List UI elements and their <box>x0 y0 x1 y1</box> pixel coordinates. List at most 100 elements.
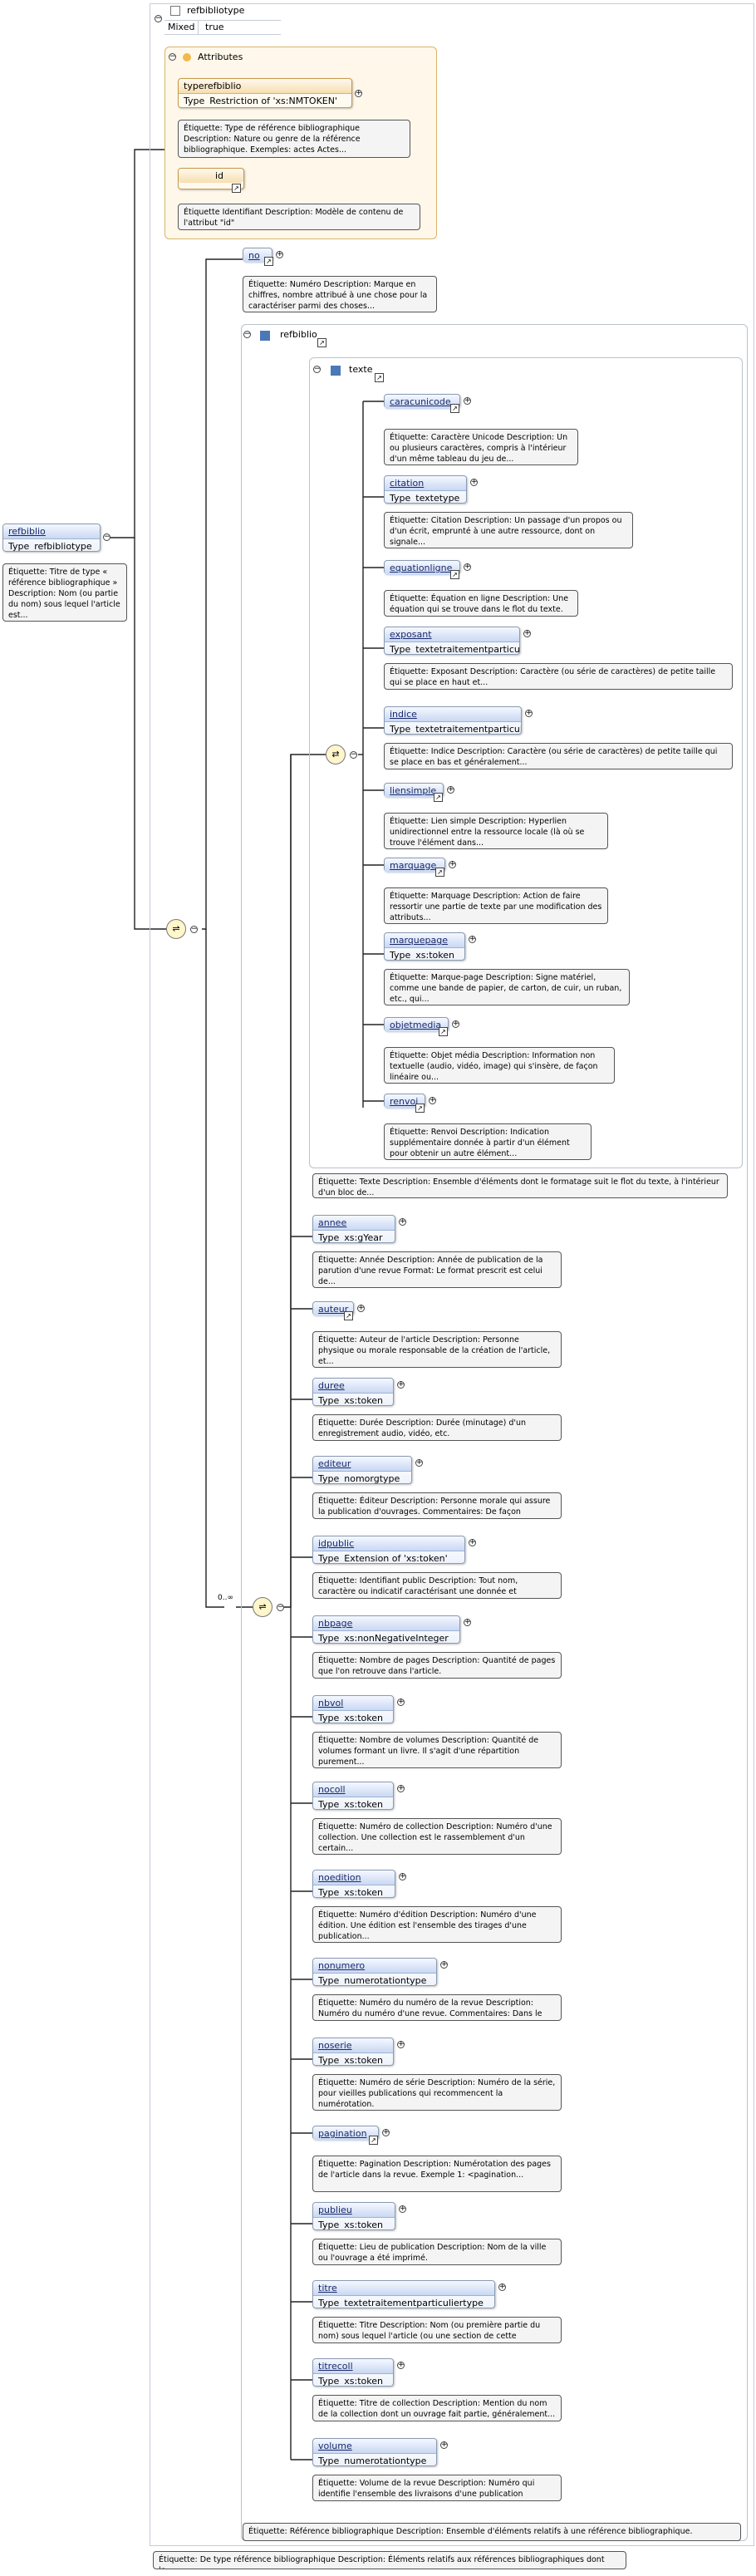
element-name[interactable]: noedition <box>313 1871 395 1885</box>
element-name[interactable]: editeur <box>313 1457 411 1472</box>
expand-toggle-icon[interactable]: + <box>449 860 456 868</box>
expand-toggle-icon[interactable]: + <box>357 1304 365 1312</box>
element-name[interactable]: nbvol <box>313 1696 393 1711</box>
element-node[interactable]: caracunicode <box>384 394 460 409</box>
expand-toggle-icon[interactable]: + <box>498 2283 506 2291</box>
element-name[interactable]: nbpage <box>313 1616 459 1631</box>
goto-definition-icon[interactable]: ↗ <box>434 793 443 802</box>
element-node[interactable]: indiceTypetextetraitementparticuliertype <box>384 706 522 735</box>
expand-toggle-icon[interactable]: + <box>469 935 476 943</box>
element-node[interactable]: marquage <box>384 858 445 873</box>
goto-definition-icon[interactable]: ↗ <box>344 1311 353 1320</box>
goto-definition-icon[interactable]: ↗ <box>375 373 384 382</box>
expand-toggle-icon[interactable]: + <box>523 629 531 637</box>
goto-definition-icon[interactable]: ↗ <box>450 404 459 413</box>
element-name[interactable]: annee <box>313 1216 395 1231</box>
element-name[interactable]: pagination <box>313 2126 378 2141</box>
element-name[interactable]: publieu <box>313 2203 395 2218</box>
expand-toggle-icon[interactable]: + <box>415 1458 423 1467</box>
expand-toggle-icon[interactable]: + <box>399 2205 406 2213</box>
expand-toggle-icon[interactable]: − <box>190 925 198 933</box>
expand-toggle-icon[interactable]: + <box>464 563 471 571</box>
expand-toggle-icon[interactable]: − <box>243 330 251 338</box>
goto-definition-icon[interactable]: ↗ <box>450 570 459 579</box>
element-name[interactable]: caracunicode <box>385 395 459 409</box>
expand-toggle-icon[interactable]: − <box>155 14 162 22</box>
element-name[interactable]: marquepage <box>385 933 464 948</box>
element-name[interactable]: duree <box>313 1379 393 1394</box>
expand-toggle-icon[interactable]: + <box>399 1872 406 1880</box>
expand-toggle-icon[interactable]: + <box>470 478 478 486</box>
expand-toggle-icon[interactable]: − <box>277 1603 284 1611</box>
element-name[interactable]: indice <box>385 707 521 722</box>
expand-toggle-icon[interactable]: + <box>276 250 283 258</box>
expand-toggle-icon[interactable]: + <box>452 1020 459 1028</box>
element-node[interactable]: exposantTypetextetraitementparticulierty… <box>384 627 520 655</box>
element-name[interactable]: nocoll <box>313 1782 393 1797</box>
expand-toggle-icon[interactable]: + <box>397 2040 405 2048</box>
goto-definition-icon[interactable]: ↗ <box>415 1104 425 1113</box>
element-name[interactable]: refbiblio <box>3 524 100 539</box>
expand-toggle-icon[interactable]: + <box>397 1698 405 1706</box>
expand-toggle-icon[interactable]: + <box>525 709 533 717</box>
expand-toggle-icon[interactable]: − <box>103 533 110 541</box>
element-node[interactable]: objetmedia <box>384 1017 449 1032</box>
element-name[interactable]: nonumero <box>313 1959 436 1974</box>
element-node[interactable]: auteur <box>312 1301 354 1316</box>
expand-toggle-icon[interactable]: − <box>169 52 176 61</box>
expand-toggle-icon[interactable]: + <box>464 396 471 405</box>
element-name[interactable]: objetmedia <box>385 1018 448 1032</box>
element-name[interactable]: auteur <box>313 1302 353 1316</box>
element-node[interactable]: equationligne <box>384 560 460 575</box>
expand-toggle-icon[interactable]: − <box>350 750 357 759</box>
expand-toggle-icon[interactable]: + <box>397 1784 405 1792</box>
expand-toggle-icon[interactable]: + <box>355 89 362 97</box>
expand-toggle-icon[interactable]: + <box>440 2441 448 2449</box>
element-name[interactable]: equationligne <box>385 561 459 575</box>
expand-toggle-icon[interactable]: + <box>440 1960 448 1969</box>
expand-toggle-icon[interactable]: + <box>397 1380 405 1389</box>
element-name[interactable]: citation <box>385 476 466 491</box>
expand-toggle-icon[interactable]: + <box>464 1618 471 1626</box>
attribute-name[interactable]: id <box>179 169 243 183</box>
element-node[interactable]: renvoi <box>384 1094 425 1109</box>
expand-toggle-icon[interactable]: − <box>313 365 321 373</box>
element-name[interactable]: exposant <box>385 627 519 642</box>
element-name[interactable]: noserie <box>313 2038 393 2053</box>
attribute-name[interactable]: typerefbiblio <box>179 79 351 94</box>
goto-definition-icon[interactable]: ↗ <box>435 868 444 877</box>
expand-toggle-icon[interactable]: + <box>382 2128 390 2136</box>
element-name[interactable]: titrecoll <box>313 2359 393 2374</box>
element-name[interactable]: idpublic <box>313 1536 464 1551</box>
expand-toggle-icon[interactable]: + <box>397 2361 405 2369</box>
goto-definition-icon[interactable]: ↗ <box>369 2136 378 2145</box>
expand-toggle-icon[interactable]: + <box>447 785 454 794</box>
expand-toggle-icon[interactable]: + <box>469 1538 476 1546</box>
element-name[interactable]: liensimple <box>385 784 443 798</box>
goto-definition-icon[interactable]: ↗ <box>232 184 241 193</box>
element-node[interactable]: liensimple <box>384 783 444 798</box>
expand-toggle-icon[interactable]: + <box>399 1217 406 1226</box>
expand-toggle-icon[interactable]: + <box>429 1096 436 1104</box>
goto-definition-icon[interactable]: ↗ <box>317 338 326 347</box>
element-name[interactable]: renvoi <box>385 1094 425 1109</box>
element-name[interactable]: marquage <box>385 858 444 873</box>
element-name[interactable]: volume <box>313 2439 436 2454</box>
